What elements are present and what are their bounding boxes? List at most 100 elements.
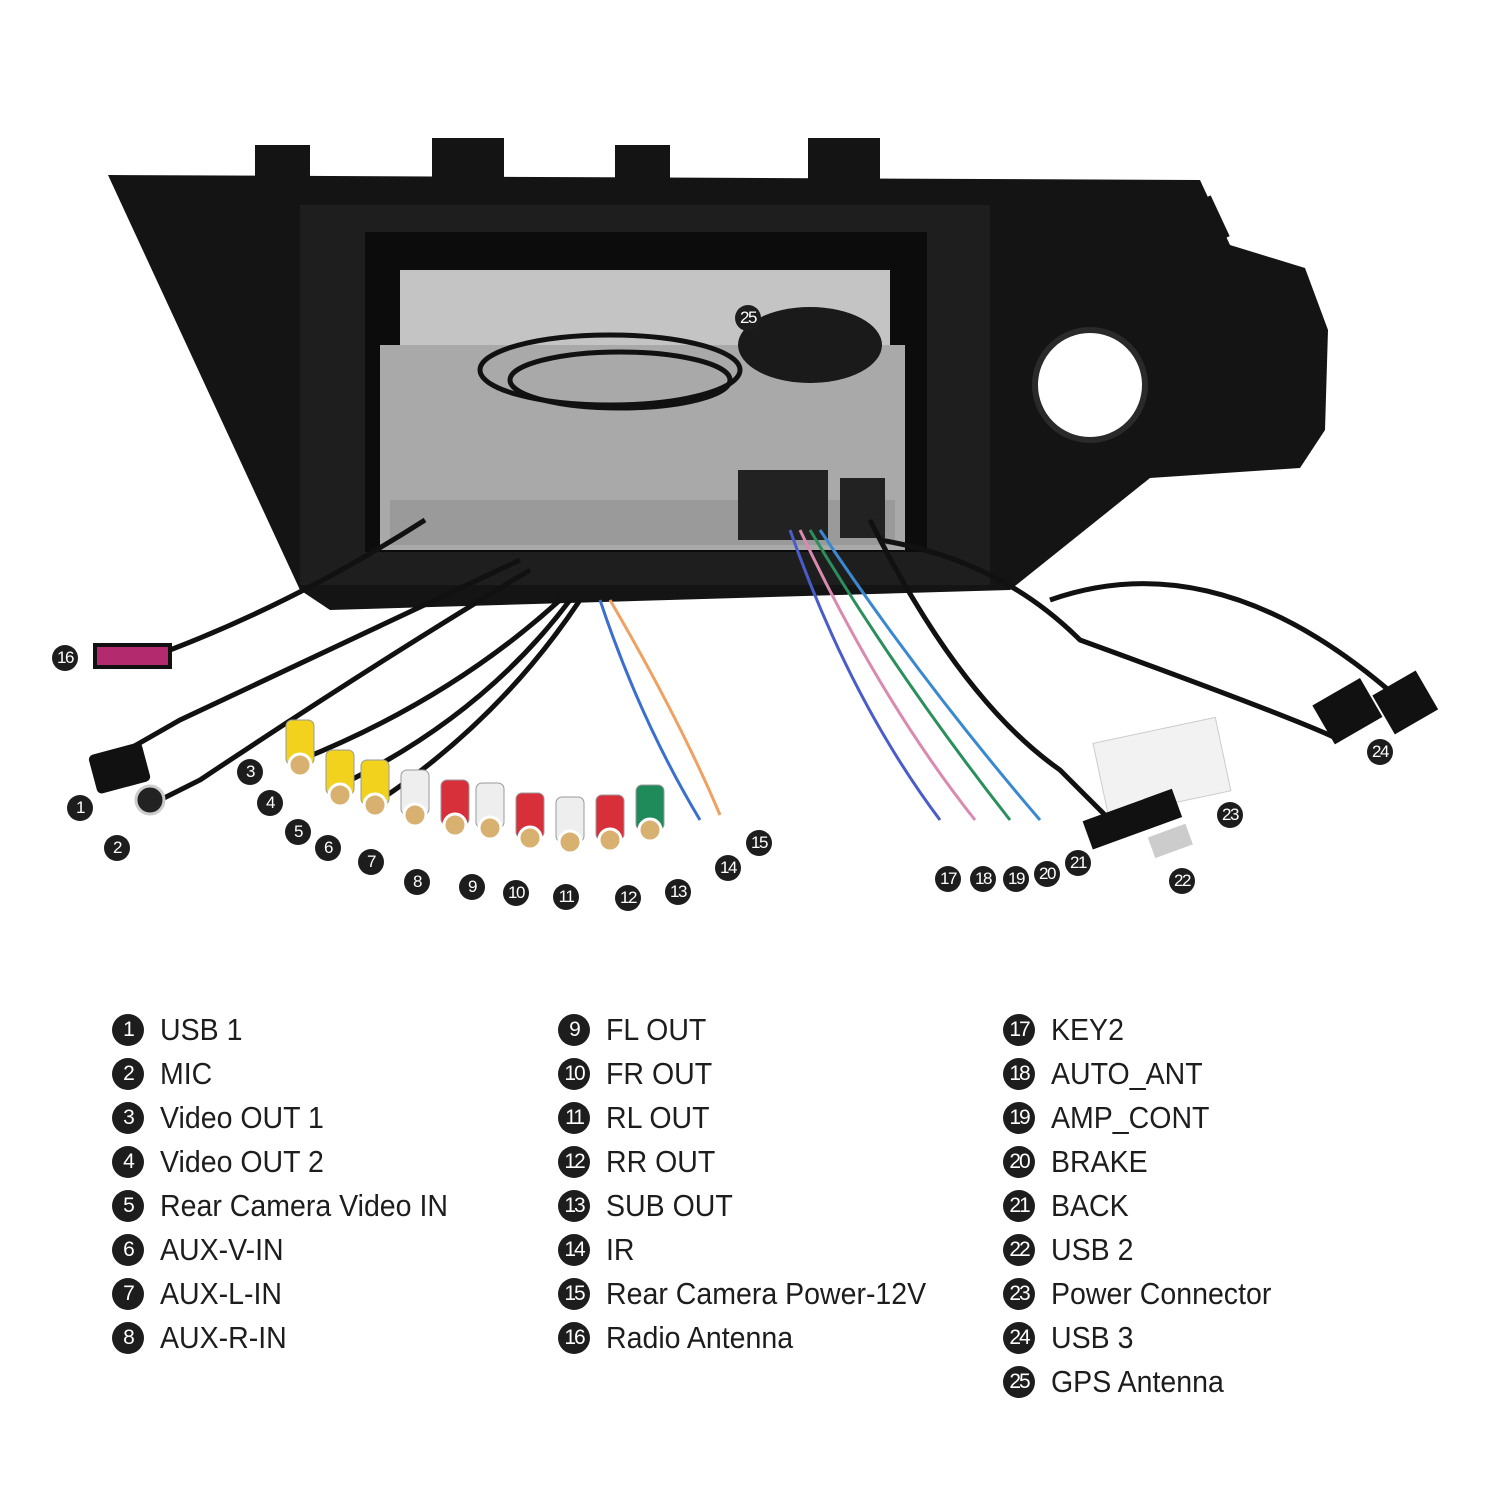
legend-item: 17 KEY2 bbox=[1003, 1008, 1291, 1052]
callout-15: 15 bbox=[746, 830, 772, 856]
signal-wires bbox=[598, 529, 1042, 821]
legend-item: 6 AUX-V-IN bbox=[112, 1228, 473, 1272]
rca-tip bbox=[477, 815, 503, 841]
legend-label: USB 1 bbox=[160, 1012, 243, 1047]
rca-tip bbox=[637, 817, 663, 843]
legend-label: FL OUT bbox=[606, 1012, 707, 1047]
legend-label: Rear Camera Video IN bbox=[160, 1188, 448, 1223]
callout-18: 18 bbox=[970, 866, 996, 892]
legend-number-badge: 10 bbox=[558, 1058, 590, 1090]
legend-label: AUTO_ANT bbox=[1051, 1056, 1203, 1091]
legend-number-badge: 16 bbox=[558, 1322, 590, 1354]
legend-item: 20 BRAKE bbox=[1003, 1140, 1291, 1184]
legend-number-badge: 22 bbox=[1003, 1234, 1035, 1266]
legend-label: BACK bbox=[1051, 1188, 1129, 1223]
usb1-connector bbox=[88, 742, 151, 794]
legend-number-badge: 15 bbox=[558, 1278, 590, 1310]
legend-number-badge: 3 bbox=[112, 1102, 144, 1134]
callout-6: 6 bbox=[315, 835, 341, 861]
callout-10: 10 bbox=[503, 880, 529, 906]
product-photo bbox=[88, 138, 1439, 859]
legend-number-badge: 9 bbox=[558, 1014, 590, 1046]
legend-number-badge: 17 bbox=[1003, 1014, 1035, 1046]
rca-tip bbox=[287, 752, 313, 778]
usb3-connector-b bbox=[1372, 670, 1439, 735]
rca-connectors bbox=[285, 719, 665, 855]
legend-label: Video OUT 1 bbox=[160, 1100, 324, 1135]
legend-label: Rear Camera Power-12V bbox=[606, 1276, 927, 1311]
legend-item: 15 Rear Camera Power-12V bbox=[558, 1272, 954, 1316]
callout-9: 9 bbox=[459, 874, 485, 900]
callout-7: 7 bbox=[358, 849, 384, 875]
legend-number-badge: 8 bbox=[112, 1322, 144, 1354]
legend-number-badge: 7 bbox=[112, 1278, 144, 1310]
callout-16: 16 bbox=[52, 645, 78, 671]
rca-tip bbox=[327, 782, 353, 808]
legend-item: 24 USB 3 bbox=[1003, 1316, 1291, 1360]
legend-label: MIC bbox=[160, 1056, 213, 1091]
gps-antenna-puck bbox=[738, 307, 882, 383]
legend-item: 8 AUX-R-IN bbox=[112, 1316, 473, 1360]
legend-item: 16 Radio Antenna bbox=[558, 1316, 954, 1360]
callout-17: 17 bbox=[935, 866, 961, 892]
legend-number-badge: 6 bbox=[112, 1234, 144, 1266]
legend-label: Power Connector bbox=[1051, 1276, 1272, 1311]
callout-24: 24 bbox=[1367, 739, 1393, 765]
radio-antenna-connector bbox=[93, 643, 172, 669]
legend-number-badge: 14 bbox=[558, 1234, 590, 1266]
legend-label: SUB OUT bbox=[606, 1188, 733, 1223]
legend-number-badge: 24 bbox=[1003, 1322, 1035, 1354]
callout-23: 23 bbox=[1217, 802, 1243, 828]
rca-tip bbox=[597, 827, 623, 853]
legend-label: KEY2 bbox=[1051, 1012, 1124, 1047]
legend-label: FR OUT bbox=[606, 1056, 713, 1091]
legend-label: AUX-V-IN bbox=[160, 1232, 284, 1267]
legend-item: 14 IR bbox=[558, 1228, 954, 1272]
legend-label: USB 2 bbox=[1051, 1232, 1134, 1267]
legend-label: GPS Antenna bbox=[1051, 1364, 1224, 1399]
legend-number-badge: 23 bbox=[1003, 1278, 1035, 1310]
legend-label: IR bbox=[606, 1232, 635, 1267]
legend-label: BRAKE bbox=[1051, 1144, 1148, 1179]
legend-item: 13 SUB OUT bbox=[558, 1184, 954, 1228]
callout-25: 25 bbox=[735, 305, 761, 331]
legend-label: AUX-L-IN bbox=[160, 1276, 283, 1311]
callout-22: 22 bbox=[1169, 868, 1195, 894]
callout-20: 20 bbox=[1034, 861, 1060, 887]
legend-item: 7 AUX-L-IN bbox=[112, 1272, 473, 1316]
callout-1: 1 bbox=[67, 795, 93, 821]
rca-tip bbox=[362, 792, 388, 818]
callout-19: 19 bbox=[1003, 866, 1029, 892]
legend-item: 5 Rear Camera Video IN bbox=[112, 1184, 473, 1228]
rca-tip bbox=[442, 812, 468, 838]
legend-item: 23 Power Connector bbox=[1003, 1272, 1291, 1316]
legend-number-badge: 12 bbox=[558, 1146, 590, 1178]
legend-number-badge: 20 bbox=[1003, 1146, 1035, 1178]
legend-label: Radio Antenna bbox=[606, 1320, 794, 1355]
callout-12: 12 bbox=[615, 885, 641, 911]
legend-number-badge: 13 bbox=[558, 1190, 590, 1222]
rca-tip bbox=[402, 802, 428, 828]
callout-5: 5 bbox=[285, 819, 311, 845]
callout-3: 3 bbox=[237, 759, 263, 785]
legend-item: 10 FR OUT bbox=[558, 1052, 954, 1096]
callout-8: 8 bbox=[404, 869, 430, 895]
legend-label: AUX-R-IN bbox=[160, 1320, 287, 1355]
rca-tip bbox=[557, 829, 583, 855]
callout-4: 4 bbox=[257, 790, 283, 816]
legend-label: USB 3 bbox=[1051, 1320, 1134, 1355]
legend-number-badge: 5 bbox=[112, 1190, 144, 1222]
legend-number-badge: 21 bbox=[1003, 1190, 1035, 1222]
mic-jack bbox=[134, 784, 166, 816]
callout-11: 11 bbox=[553, 884, 579, 910]
